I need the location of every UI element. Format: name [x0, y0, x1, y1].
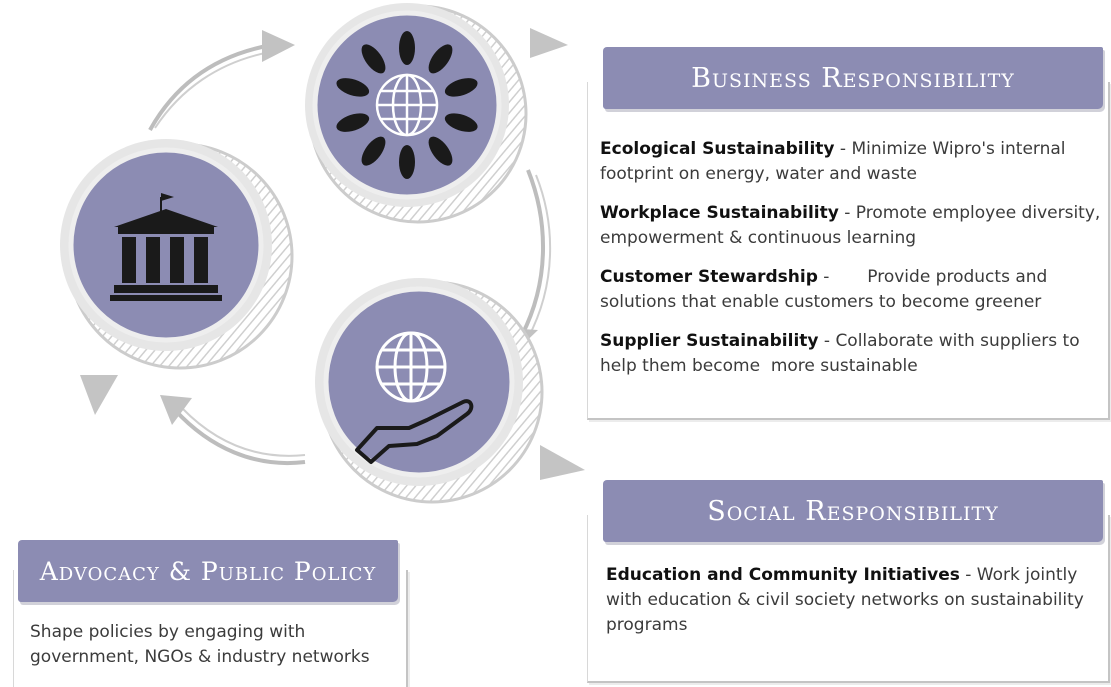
item-heading: Customer Stewardship [600, 267, 818, 287]
social-title: Social Responsibility [603, 480, 1103, 542]
item-description: - Minimize Wipro's internal footprint on… [600, 139, 1066, 184]
social-panel [587, 515, 1110, 683]
cycle-arrow-bottom [160, 395, 306, 465]
business-title: Business Responsibility [603, 47, 1103, 109]
item-description: - Provide products and solutions that en… [600, 267, 1053, 312]
business-item: Workplace Sustainability - Promote emplo… [600, 201, 1105, 251]
cycle-graphic [60, 3, 585, 504]
business-items: Ecological Sustainability - Minimize Wip… [600, 137, 1105, 393]
business-item: Supplier Sustainability - Collaborate wi… [600, 329, 1105, 379]
arrowhead-mid-right [540, 445, 585, 480]
advocacy-title: Advocacy & Public Policy [18, 540, 398, 602]
item-heading: Education and Community Initiatives [606, 565, 960, 585]
social-items: Education and Community Initiatives - Wo… [606, 563, 1106, 652]
coin-responsibility [315, 278, 544, 504]
arrowhead-left [80, 375, 118, 415]
item-heading: Ecological Sustainability [600, 139, 835, 159]
item-description: - Collaborate with suppliers to help the… [600, 331, 1086, 376]
coin-sustainability [305, 3, 528, 224]
arrowhead-top-right [530, 28, 568, 58]
cycle-arrow-top [148, 30, 295, 131]
social-item: Education and Community Initiatives - Wo… [606, 563, 1106, 638]
item-heading: Supplier Sustainability [600, 331, 819, 351]
business-item: Ecological Sustainability - Minimize Wip… [600, 137, 1105, 187]
item-description: - Work jointly with education & civil so… [606, 565, 1084, 635]
business-panel [587, 82, 1110, 420]
advocacy-panel [13, 570, 408, 687]
advocacy-description: Shape policies by engaging with governme… [30, 622, 370, 667]
item-heading: Workplace Sustainability [600, 203, 839, 223]
business-item: Customer Stewardship - Provide products … [600, 265, 1105, 315]
hand-globe-icon [355, 331, 474, 464]
bank-building-icon [110, 193, 222, 301]
sun-globe-icon [336, 31, 478, 179]
item-description: - Promote employee diversity, empowermen… [600, 203, 1101, 248]
